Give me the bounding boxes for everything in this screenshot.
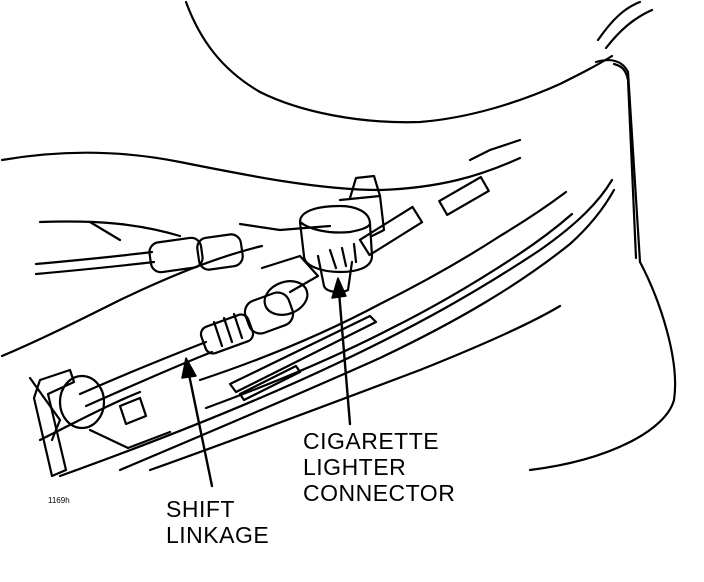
floor-line-4 (0, 244, 264, 358)
console-ridge (228, 314, 378, 394)
shift-bracket-arm (28, 376, 62, 442)
dashboard-overhang-lower-edge (0, 151, 522, 192)
floor-line-2 (88, 220, 122, 242)
lighter-label: LIGHTER (303, 454, 407, 480)
lighter-housing-top (298, 220, 372, 234)
shift-bushing (58, 374, 106, 430)
shift-cable-bottom (84, 350, 214, 408)
console-rail-bottom (204, 212, 574, 410)
shift-cable-boot (263, 280, 309, 316)
linkage-leader-arrow (181, 357, 197, 379)
lighter-bracket (338, 194, 386, 238)
shift-cable-top (78, 340, 208, 396)
connector-leader-arrow (331, 277, 347, 299)
floor-line-3 (238, 222, 332, 232)
lighter-wires (328, 242, 358, 270)
connector-label: CONNECTOR (303, 480, 456, 506)
console-slot-1 (358, 205, 424, 257)
figure-number: 1169h (48, 496, 70, 505)
shift-cable-bracket (260, 254, 320, 294)
floor-line-5 (38, 390, 142, 442)
console-rail-top (198, 190, 568, 382)
dashboard-top-rim-inner (604, 8, 654, 50)
floor-line-1 (38, 220, 182, 238)
rear-cable-fitting (148, 236, 204, 274)
side-panel-curve (528, 260, 677, 472)
console-outer-edge-2 (118, 188, 616, 472)
console-slot-2 (438, 175, 490, 217)
shift-cable-sleeve (199, 313, 255, 355)
rear-cable-bottom (34, 260, 156, 276)
side-trim-inner (612, 62, 638, 260)
shift-label: SHIFT (166, 496, 235, 522)
linkage-label: LINKAGE (166, 522, 270, 548)
rear-cable-collar (196, 233, 244, 271)
side-trim-outer (594, 59, 642, 264)
shift-cable-adjuster (243, 291, 295, 335)
dashboard-overhang (184, 0, 614, 124)
shift-bracket-tab (118, 396, 148, 426)
connector-leader-line (336, 278, 352, 426)
shift-cable-ribs (212, 312, 244, 348)
shift-bracket-left (32, 368, 76, 478)
shift-bracket-floor (88, 428, 172, 450)
rear-cable-top (34, 250, 154, 266)
linkage-leader-line (184, 358, 214, 488)
cigarette-label: CIGARETTE (303, 428, 440, 454)
console-floor-line (148, 304, 562, 472)
lighter-bracket-2 (348, 174, 382, 200)
dashboard-top-rim (596, 0, 642, 42)
dashboard-seam (468, 138, 522, 162)
console-slot-3 (238, 364, 302, 402)
console-outer-edge (58, 178, 614, 478)
